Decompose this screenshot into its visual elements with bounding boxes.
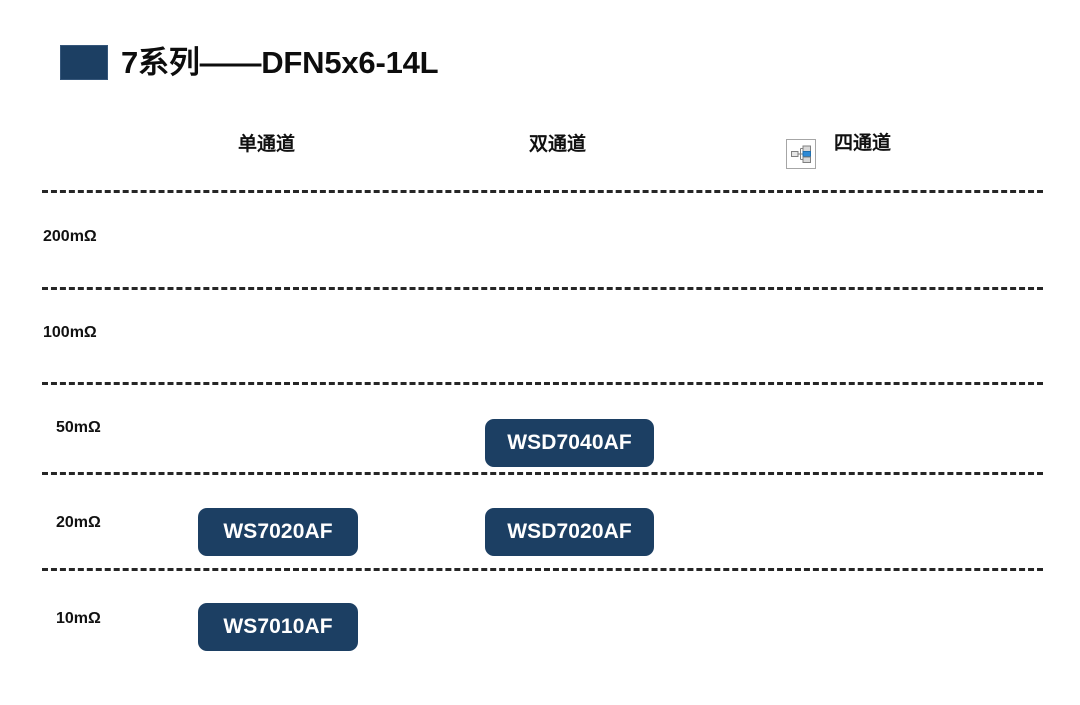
row-label-20mohm: 20mΩ: [56, 514, 101, 531]
divider-line: [42, 382, 1043, 385]
product-chip[interactable]: WS7020AF: [198, 508, 358, 556]
divider-line: [42, 287, 1043, 290]
row-label-10mohm: 10mΩ: [56, 610, 101, 627]
smartart-hierarchy-icon[interactable]: [786, 139, 816, 169]
product-chip[interactable]: WSD7040AF: [485, 419, 654, 467]
row-label-200mohm: 200mΩ: [43, 228, 97, 245]
row-label-50mohm: 50mΩ: [56, 419, 101, 436]
row-label-100mohm: 100mΩ: [43, 324, 97, 341]
column-header-dual-channel: 双通道: [529, 134, 587, 155]
column-header-quad-channel: 四通道: [834, 133, 892, 154]
divider-line: [42, 472, 1043, 475]
product-chip[interactable]: WS7010AF: [198, 603, 358, 651]
divider-line: [42, 568, 1043, 571]
divider-line: [42, 190, 1043, 193]
page-title: 7系列——DFN5x6-14L: [60, 42, 439, 82]
column-header-single-channel: 单通道: [238, 134, 296, 155]
title-text: 7系列——DFN5x6-14L: [121, 44, 439, 80]
title-marker-square: [60, 44, 108, 80]
product-chip[interactable]: WSD7020AF: [485, 508, 654, 556]
